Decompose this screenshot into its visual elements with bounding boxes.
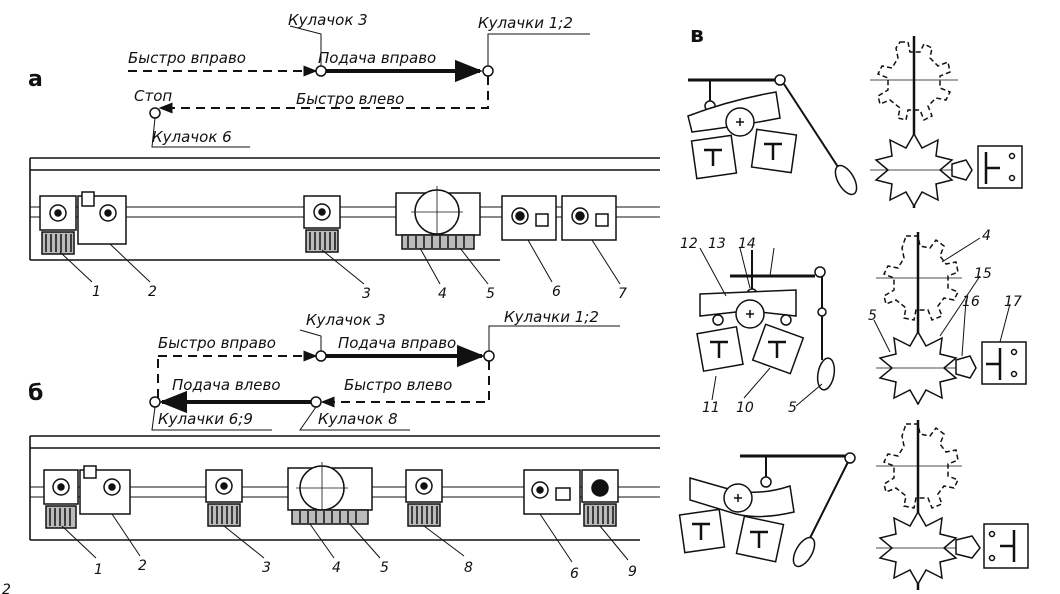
a-label-stop: Стоп	[134, 87, 172, 105]
leaders-b	[61, 513, 629, 563]
cam-block-6-b	[523, 469, 581, 515]
v-num-11: 11	[702, 400, 720, 416]
section-b-letter: б	[28, 381, 43, 406]
lever-mechanism-2	[696, 250, 836, 391]
a-label-feed-right: Подача вправо	[318, 49, 436, 67]
v-num-16: 16	[962, 294, 980, 310]
v-num-5-right: 5	[868, 308, 877, 324]
b-num-9: 9	[628, 564, 637, 580]
b-label-feed-left: Подача влево	[172, 376, 281, 394]
v-num-14: 14	[738, 236, 756, 252]
motion-scheme-a	[128, 25, 590, 148]
a-num-6: 6	[552, 284, 561, 300]
lever-mechanism-3	[678, 452, 856, 568]
b-label-cam3: Кулачок 3	[306, 311, 386, 329]
v-num-12: 12	[680, 236, 698, 252]
cam-block-3-a	[303, 195, 341, 253]
cam-block-2-a	[77, 191, 127, 245]
leaders-a	[59, 239, 621, 285]
v-num-15: 15	[974, 266, 992, 282]
b-label-fast-right: Быстро вправо	[158, 334, 276, 352]
leaders-v	[699, 237, 1011, 407]
a-num-1: 1	[92, 284, 101, 300]
b-label-cams69: Кулачки 6;9	[158, 410, 253, 428]
a-num-5: 5	[486, 286, 495, 302]
b-num-3: 3	[262, 560, 271, 576]
a-label-cam6: Кулачок 6	[152, 128, 232, 146]
v-num-17: 17	[1004, 294, 1022, 310]
b-num-4: 4	[332, 560, 341, 576]
cam-block-1-a	[39, 195, 77, 255]
a-label-fast-right: Быстро вправо	[128, 49, 246, 67]
a-label-cam3: Кулачок 3	[288, 11, 368, 29]
a-num-7: 7	[618, 286, 627, 302]
b-num-5: 5	[380, 560, 389, 576]
cam-block-9-b	[581, 469, 619, 527]
b-label-fast-left: Быстро влево	[344, 376, 452, 394]
b-num-1: 1	[94, 562, 103, 578]
a-label-cams12: Кулачки 1;2	[478, 14, 573, 32]
v-num-5-left: 5	[788, 400, 797, 416]
b-label-feed-right: Подача вправо	[338, 334, 456, 352]
a-num-3: 3	[362, 286, 371, 302]
lever-mechanism-1	[687, 74, 858, 196]
footer-mark: 2	[2, 582, 11, 594]
motion-scheme-b	[149, 325, 620, 431]
a-num-2: 2	[148, 284, 157, 300]
a-label-fast-left: Быстро влево	[296, 90, 404, 108]
b-num-8: 8	[464, 560, 473, 576]
cam-block-8-b	[405, 469, 443, 527]
b-num-2: 2	[138, 558, 147, 574]
b-label-cam8: Кулачок 8	[318, 410, 398, 428]
a-num-4: 4	[438, 286, 447, 302]
v-num-4: 4	[982, 228, 991, 244]
section-v-letter: в	[690, 23, 704, 48]
section-a: а Кулачок 3 Быстро вправо Подача вправо …	[28, 11, 660, 302]
cam-block-1-b	[43, 469, 79, 529]
gear-pair-3	[876, 420, 1029, 590]
section-v: в	[678, 23, 1029, 590]
b-num-6: 6	[570, 566, 579, 582]
section-b: б Кулачок 3 Быстро вправо Подача вправо …	[2, 308, 660, 594]
gear-pair-2	[876, 232, 1027, 406]
cam-block-6-a	[501, 195, 557, 241]
cam-block-2-b	[79, 465, 131, 515]
v-num-10: 10	[736, 400, 754, 416]
b-label-cams12: Кулачки 1;2	[504, 308, 599, 326]
cam-block-3-b	[205, 469, 243, 527]
v-num-13: 13	[708, 236, 726, 252]
drive-unit-b	[287, 462, 373, 525]
gear-pair-1	[870, 36, 1023, 208]
drive-unit-a	[395, 186, 481, 250]
section-a-letter: а	[28, 67, 43, 92]
cam-block-7-a	[561, 195, 617, 241]
